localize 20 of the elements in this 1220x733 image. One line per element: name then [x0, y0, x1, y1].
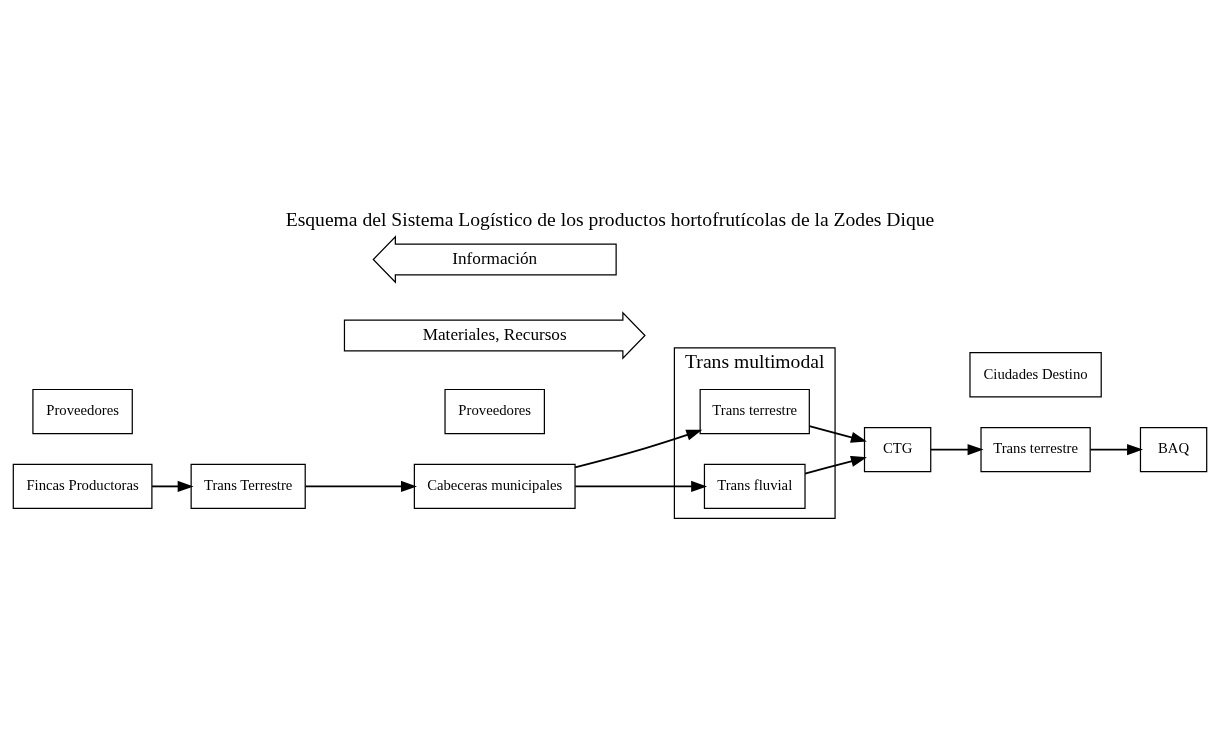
node-box: BAQ	[1139, 426, 1208, 473]
node-box: Fincas Productoras	[12, 463, 153, 510]
arrow	[304, 480, 417, 492]
node-box: Proveedores	[32, 388, 133, 435]
node-box: Ciudades Destino	[969, 352, 1102, 398]
node-box: CTG	[863, 426, 932, 473]
arrow	[574, 429, 703, 469]
node-box: Trans terrestre	[699, 388, 810, 435]
arrow	[808, 425, 867, 443]
arrow	[151, 480, 194, 492]
node-box: Cabeceras municipales	[413, 463, 576, 510]
diagram-title: Esquema del Sistema Logístico de los productos hortofrutícolas de la Zodes Dique	[285, 208, 935, 230]
arrow	[574, 480, 708, 492]
arrow	[930, 444, 984, 456]
node-box: Trans fluvial	[703, 463, 806, 510]
arrow	[1089, 444, 1144, 456]
node-box: Trans Terrestre	[190, 463, 306, 510]
node-box: Trans terrestre	[980, 426, 1091, 473]
node-box: Proveedores	[444, 388, 545, 435]
arrow	[804, 455, 867, 475]
